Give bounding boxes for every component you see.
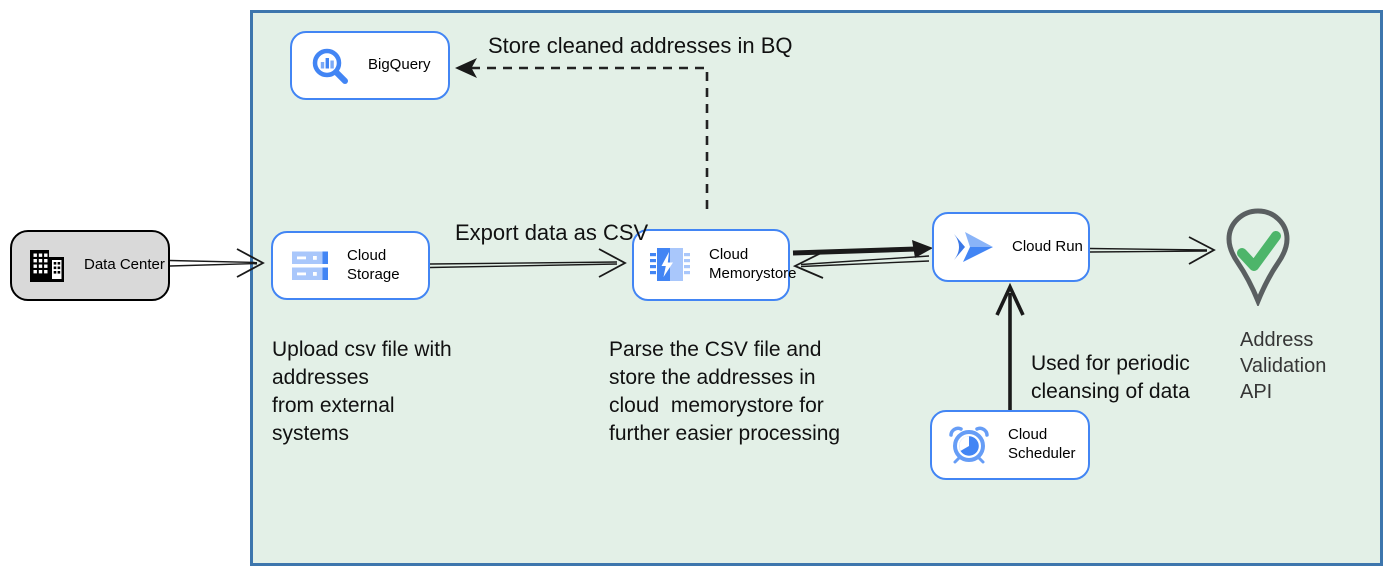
node-bigquery: BigQuery bbox=[290, 31, 450, 100]
parse-note: Parse the CSV file and store the address… bbox=[609, 338, 841, 445]
periodic-note: Used for periodic cleansing of data bbox=[1031, 352, 1190, 403]
node-cloud-scheduler: Cloud Scheduler bbox=[930, 410, 1090, 480]
export-csv-label: Export data as CSV bbox=[455, 220, 649, 245]
node-label: Cloud Run bbox=[1012, 237, 1083, 255]
node-cloud-storage: Cloud Storage bbox=[271, 231, 430, 300]
alarm-clock-icon bbox=[948, 425, 990, 465]
node-label: Data Center bbox=[84, 256, 165, 274]
node-data-center: Data Center bbox=[10, 230, 170, 301]
node-label: BigQuery bbox=[368, 56, 431, 74]
address-validation-label: Address Validation API bbox=[1240, 329, 1327, 403]
memorystore-icon bbox=[649, 246, 691, 284]
checkmark-pin-icon bbox=[1221, 206, 1295, 308]
gcp-zone bbox=[250, 10, 1383, 566]
node-cloud-run: Cloud Run bbox=[932, 212, 1090, 282]
cloud-run-icon bbox=[952, 230, 994, 264]
upload-note: Upload csv file with addresses from exte… bbox=[272, 338, 452, 445]
building-icon bbox=[28, 249, 66, 283]
node-label: Cloud Storage bbox=[347, 246, 400, 283]
node-label: Cloud Memorystore bbox=[709, 246, 797, 282]
bigquery-icon bbox=[310, 46, 350, 86]
cloud-storage-icon bbox=[291, 250, 329, 282]
node-cloud-memorystore: Cloud Memorystore bbox=[632, 229, 797, 301]
node-label: Cloud Scheduler bbox=[1008, 426, 1076, 462]
store-bq-label: Store cleaned addresses in BQ bbox=[488, 33, 793, 58]
